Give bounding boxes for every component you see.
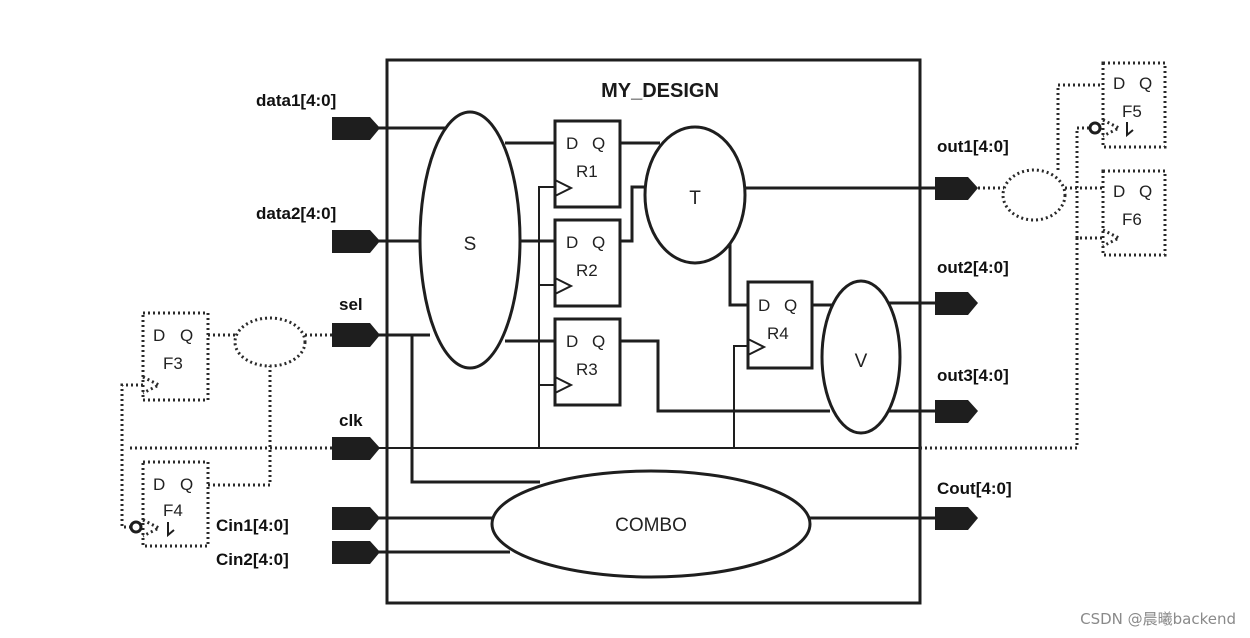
internal-wires: [378, 126, 935, 554]
pin-clk: clk: [339, 411, 363, 430]
design-boundary: [385, 58, 922, 605]
output-ports: [935, 177, 978, 530]
logic-combo-label: COMBO: [615, 515, 687, 536]
register-r1: D Q R1: [553, 119, 622, 209]
pin-cin2: Cin2[4:0]: [216, 550, 289, 569]
pin-data1: data1[4:0]: [256, 91, 336, 110]
svg-text:Q: Q: [592, 233, 605, 252]
svg-text:F4: F4: [163, 501, 183, 520]
svg-text:Q: Q: [784, 296, 797, 315]
svg-text:D: D: [758, 296, 770, 315]
svg-text:Q: Q: [592, 332, 605, 351]
logic-v: [820, 279, 902, 435]
logic-t: [643, 125, 747, 265]
svg-text:D: D: [566, 332, 578, 351]
svg-text:Q: Q: [1139, 182, 1152, 201]
design-title: MY_DESIGN: [601, 80, 719, 102]
logic-combo: [490, 469, 812, 579]
external-flop-f5: D Q F5: [1101, 61, 1167, 149]
logic-s-label: S: [464, 234, 477, 255]
logic-t-label: T: [689, 188, 701, 209]
svg-text:D: D: [566, 233, 578, 252]
register-r3: D Q R3: [553, 317, 622, 407]
pin-sel: sel: [339, 295, 363, 314]
external-logic-left: [233, 316, 307, 368]
svg-text:D: D: [153, 326, 165, 345]
svg-text:F6: F6: [1122, 210, 1142, 229]
watermark: CSDN @晨曦backend: [1080, 610, 1236, 628]
svg-text:F3: F3: [163, 354, 183, 373]
logic-s: [418, 110, 522, 370]
svg-text:D: D: [1113, 182, 1125, 201]
svg-text:R4: R4: [767, 324, 789, 343]
clock-invert-bubble: [1088, 121, 1102, 135]
svg-text:Q: Q: [180, 326, 193, 345]
pin-out1: out1[4:0]: [937, 137, 1009, 156]
svg-text:Q: Q: [180, 475, 193, 494]
logic-v-label: V: [855, 351, 868, 372]
external-logic-right: [1001, 168, 1067, 222]
register-r2: D Q R2: [553, 218, 622, 308]
external-flop-f3: D Q F3: [141, 311, 210, 402]
svg-text:Q: Q: [1139, 74, 1152, 93]
input-ports: [332, 117, 380, 564]
pin-data2: data2[4:0]: [256, 204, 336, 223]
pin-cin1: Cin1[4:0]: [216, 516, 289, 535]
pin-cout: Cout[4:0]: [937, 479, 1012, 498]
register-r4: D Q R4: [746, 280, 814, 370]
pin-out3: out3[4:0]: [937, 366, 1009, 385]
clock-net: [378, 186, 920, 449]
svg-text:D: D: [153, 475, 165, 494]
svg-text:D: D: [566, 134, 578, 153]
svg-text:F5: F5: [1122, 102, 1142, 121]
clock-invert-bubble: [129, 520, 143, 534]
external-flop-f4: D Q F4: [141, 460, 210, 548]
svg-text:D: D: [1113, 74, 1125, 93]
svg-text:Q: Q: [592, 134, 605, 153]
svg-text:R3: R3: [576, 360, 598, 379]
external-flop-f6: D Q F6: [1101, 169, 1167, 257]
svg-text:R2: R2: [576, 261, 598, 280]
pin-out2: out2[4:0]: [937, 258, 1009, 277]
svg-text:R1: R1: [576, 162, 598, 181]
